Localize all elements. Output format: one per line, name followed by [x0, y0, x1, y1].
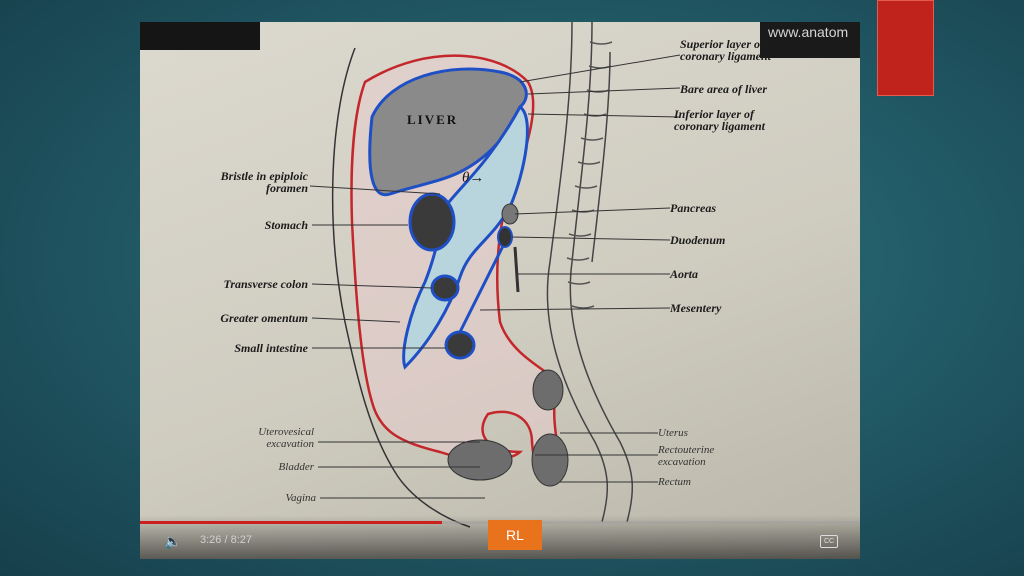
label-bare-area: Bare area of liver [680, 82, 767, 96]
label-vagina: Vagina [285, 492, 316, 504]
label-uterovesical: Uterovesical excavation [258, 426, 314, 450]
label-greater-omentum: Greater omentum [220, 311, 308, 325]
label-small-intestine: Small intestine [234, 341, 308, 355]
liver-label: LIVER [407, 112, 459, 127]
label-bristle: Bristle in epiploic foramen [220, 169, 308, 195]
rectum [531, 433, 569, 487]
slide-photo: www.anatom [140, 22, 860, 559]
spine [546, 22, 634, 523]
label-rectum: Rectum [658, 476, 691, 488]
label-inferior-layer: Inferior layer of coronary ligament [674, 107, 766, 133]
label-pancreas: Pancreas [670, 201, 716, 215]
bladder [447, 439, 513, 481]
label-bladder: Bladder [278, 461, 314, 473]
label-duodenum: Duodenum [670, 233, 726, 247]
red-corner-block [877, 0, 934, 96]
label-mesentery: Mesentery [670, 301, 722, 315]
label-superior-layer: Superior layer of coronary ligament [680, 37, 772, 63]
time-readout: 3:26 / 8:27 [200, 534, 252, 546]
progress-fill [140, 521, 443, 524]
small-intestine [444, 330, 476, 360]
transverse-colon [430, 274, 460, 302]
label-stomach: Stomach [264, 218, 308, 232]
cc-icon[interactable]: CC [820, 535, 838, 548]
greek-label: θ→ [462, 170, 485, 186]
url-text: www.anatom [760, 22, 860, 58]
label-aorta: Aorta [670, 267, 699, 281]
rl-badge: RL [488, 520, 542, 550]
label-uterus: Uterus [658, 427, 688, 439]
anatomy-diagram [309, 22, 681, 528]
top-left-black-bar [140, 22, 260, 50]
label-transverse-colon: Transverse colon [223, 277, 308, 291]
volume-icon[interactable]: 🔈 [164, 533, 182, 549]
stomach [408, 192, 456, 252]
label-rectouterine: Rectouterine excavation [658, 444, 715, 468]
